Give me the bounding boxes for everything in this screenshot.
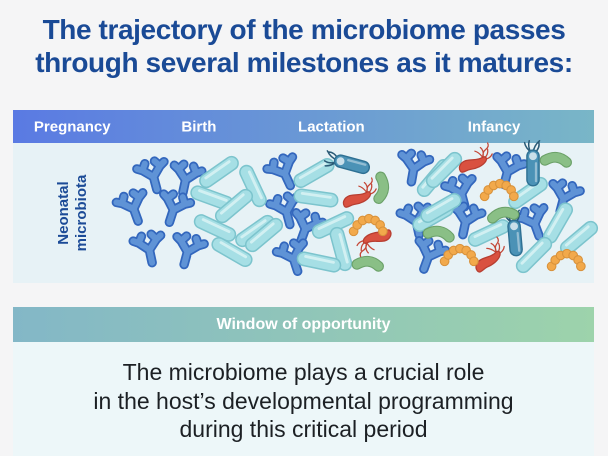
- timeline-stage-label-birth: Birth: [181, 118, 217, 135]
- timeline-stage-label-lactation: Lactation: [298, 118, 365, 135]
- curved-bacterium-icon: [348, 249, 388, 280]
- curved-bacterium-icon: [484, 201, 522, 229]
- footer-line3: during this critical period: [179, 416, 428, 443]
- window-of-opportunity-label: Window of opportunity: [216, 315, 391, 333]
- coccus-chain-icon: [477, 177, 521, 204]
- neonatal-microbiota-panel: Neonatal microbiota: [13, 139, 602, 283]
- footer-panel: The microbiome plays a crucial role in t…: [13, 342, 594, 456]
- page-title-line2: through several milestones as it matures…: [35, 47, 573, 78]
- axis-label-neonatal-microbiota: Neonatal microbiota: [29, 169, 117, 257]
- milestone-timeline-bar: Pregnancy Birth Lactation Infancy: [13, 110, 594, 143]
- antibody-icon: [125, 225, 172, 270]
- curved-bacterium-icon: [366, 168, 397, 208]
- footer-line1: The microbiome plays a crucial role: [122, 359, 485, 386]
- timeline-stage-label-infancy: Infancy: [467, 118, 521, 135]
- axis-label-line2: microbiota: [73, 174, 90, 252]
- timeline-stage-label-pregnancy: Pregnancy: [33, 118, 111, 135]
- coccus-chain-icon: [544, 247, 588, 274]
- axis-label-line1: Neonatal: [55, 181, 72, 245]
- coccus-chain-icon: [346, 212, 390, 239]
- window-of-opportunity-bar: Window of opportunity: [13, 307, 594, 342]
- footer-line2: in the host’s developmental programming: [93, 387, 514, 414]
- page-title: The trajectory of the microbiome passes …: [0, 13, 608, 79]
- page-title-line1: The trajectory of the microbiome passes: [42, 14, 566, 45]
